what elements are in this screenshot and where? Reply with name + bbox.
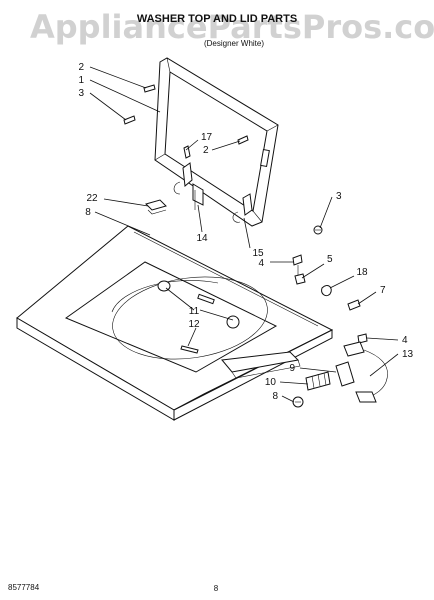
part-number-label: 8577784 — [8, 583, 40, 592]
callout-12: 12 — [188, 319, 200, 330]
callout-7: 7 — [380, 285, 386, 296]
callout-2-top: 2 — [78, 62, 84, 73]
watermark-text: AppliancePartsPros.com — [30, 8, 434, 46]
hinge-bracket-13 — [192, 183, 204, 210]
callout-6: 8 — [85, 207, 91, 218]
screw-12 — [180, 345, 199, 354]
screw-4-bottom — [357, 333, 368, 344]
bumper-11-b — [226, 315, 240, 329]
screw-3-right — [313, 225, 323, 235]
pad-22 — [145, 199, 167, 215]
clip-7 — [347, 299, 361, 311]
lid-hinge-right — [232, 193, 253, 223]
washer-top-panel — [16, 225, 334, 421]
nut-5 — [294, 273, 306, 285]
callout-13: 14 — [196, 233, 208, 244]
leader-lines — [89, 66, 399, 403]
callout-4-bottom: 4 — [402, 335, 408, 346]
spring-9 — [305, 371, 331, 391]
screw-2-top — [143, 84, 156, 93]
lid-hinge-left — [173, 162, 193, 195]
screw-4-top — [292, 254, 303, 276]
lid-frame-part — [154, 57, 279, 227]
callout-15: 17 — [201, 132, 213, 143]
callout-2-lid: 2 — [203, 145, 209, 156]
callout-1: 1 — [78, 75, 84, 86]
actuator-8 — [335, 361, 355, 387]
callout-14: 15 — [252, 248, 264, 259]
callout-3-right: 3 — [336, 191, 342, 202]
callout-18: 18 — [356, 267, 368, 278]
page-number: 8 — [214, 584, 219, 593]
callout-8: 9 — [289, 363, 295, 374]
callout-3-left: 3 — [78, 88, 84, 99]
callout-5: 5 — [327, 254, 333, 265]
diagram-subtitle: (Designer White) — [204, 39, 264, 48]
callout-17: 13 — [402, 349, 414, 360]
screw-3-left — [123, 115, 136, 125]
screw-2-lid — [237, 135, 249, 145]
screw-15 — [183, 145, 191, 159]
callout-labels: 2 1 3 17 2 3 22 8 14 15 4 5 18 7 11 12 4… — [78, 62, 413, 402]
callout-4-top: 4 — [258, 258, 264, 269]
switch-bracket — [221, 351, 301, 379]
clip-18 — [321, 285, 332, 297]
callout-22: 22 — [86, 193, 98, 204]
switch-17 — [343, 341, 388, 403]
screw-10 — [292, 396, 304, 408]
callout-9: 8 — [272, 391, 278, 402]
callout-10: 10 — [265, 377, 277, 388]
diagram-title: WASHER TOP AND LID PARTS — [137, 13, 297, 25]
callout-11: 11 — [189, 306, 200, 317]
